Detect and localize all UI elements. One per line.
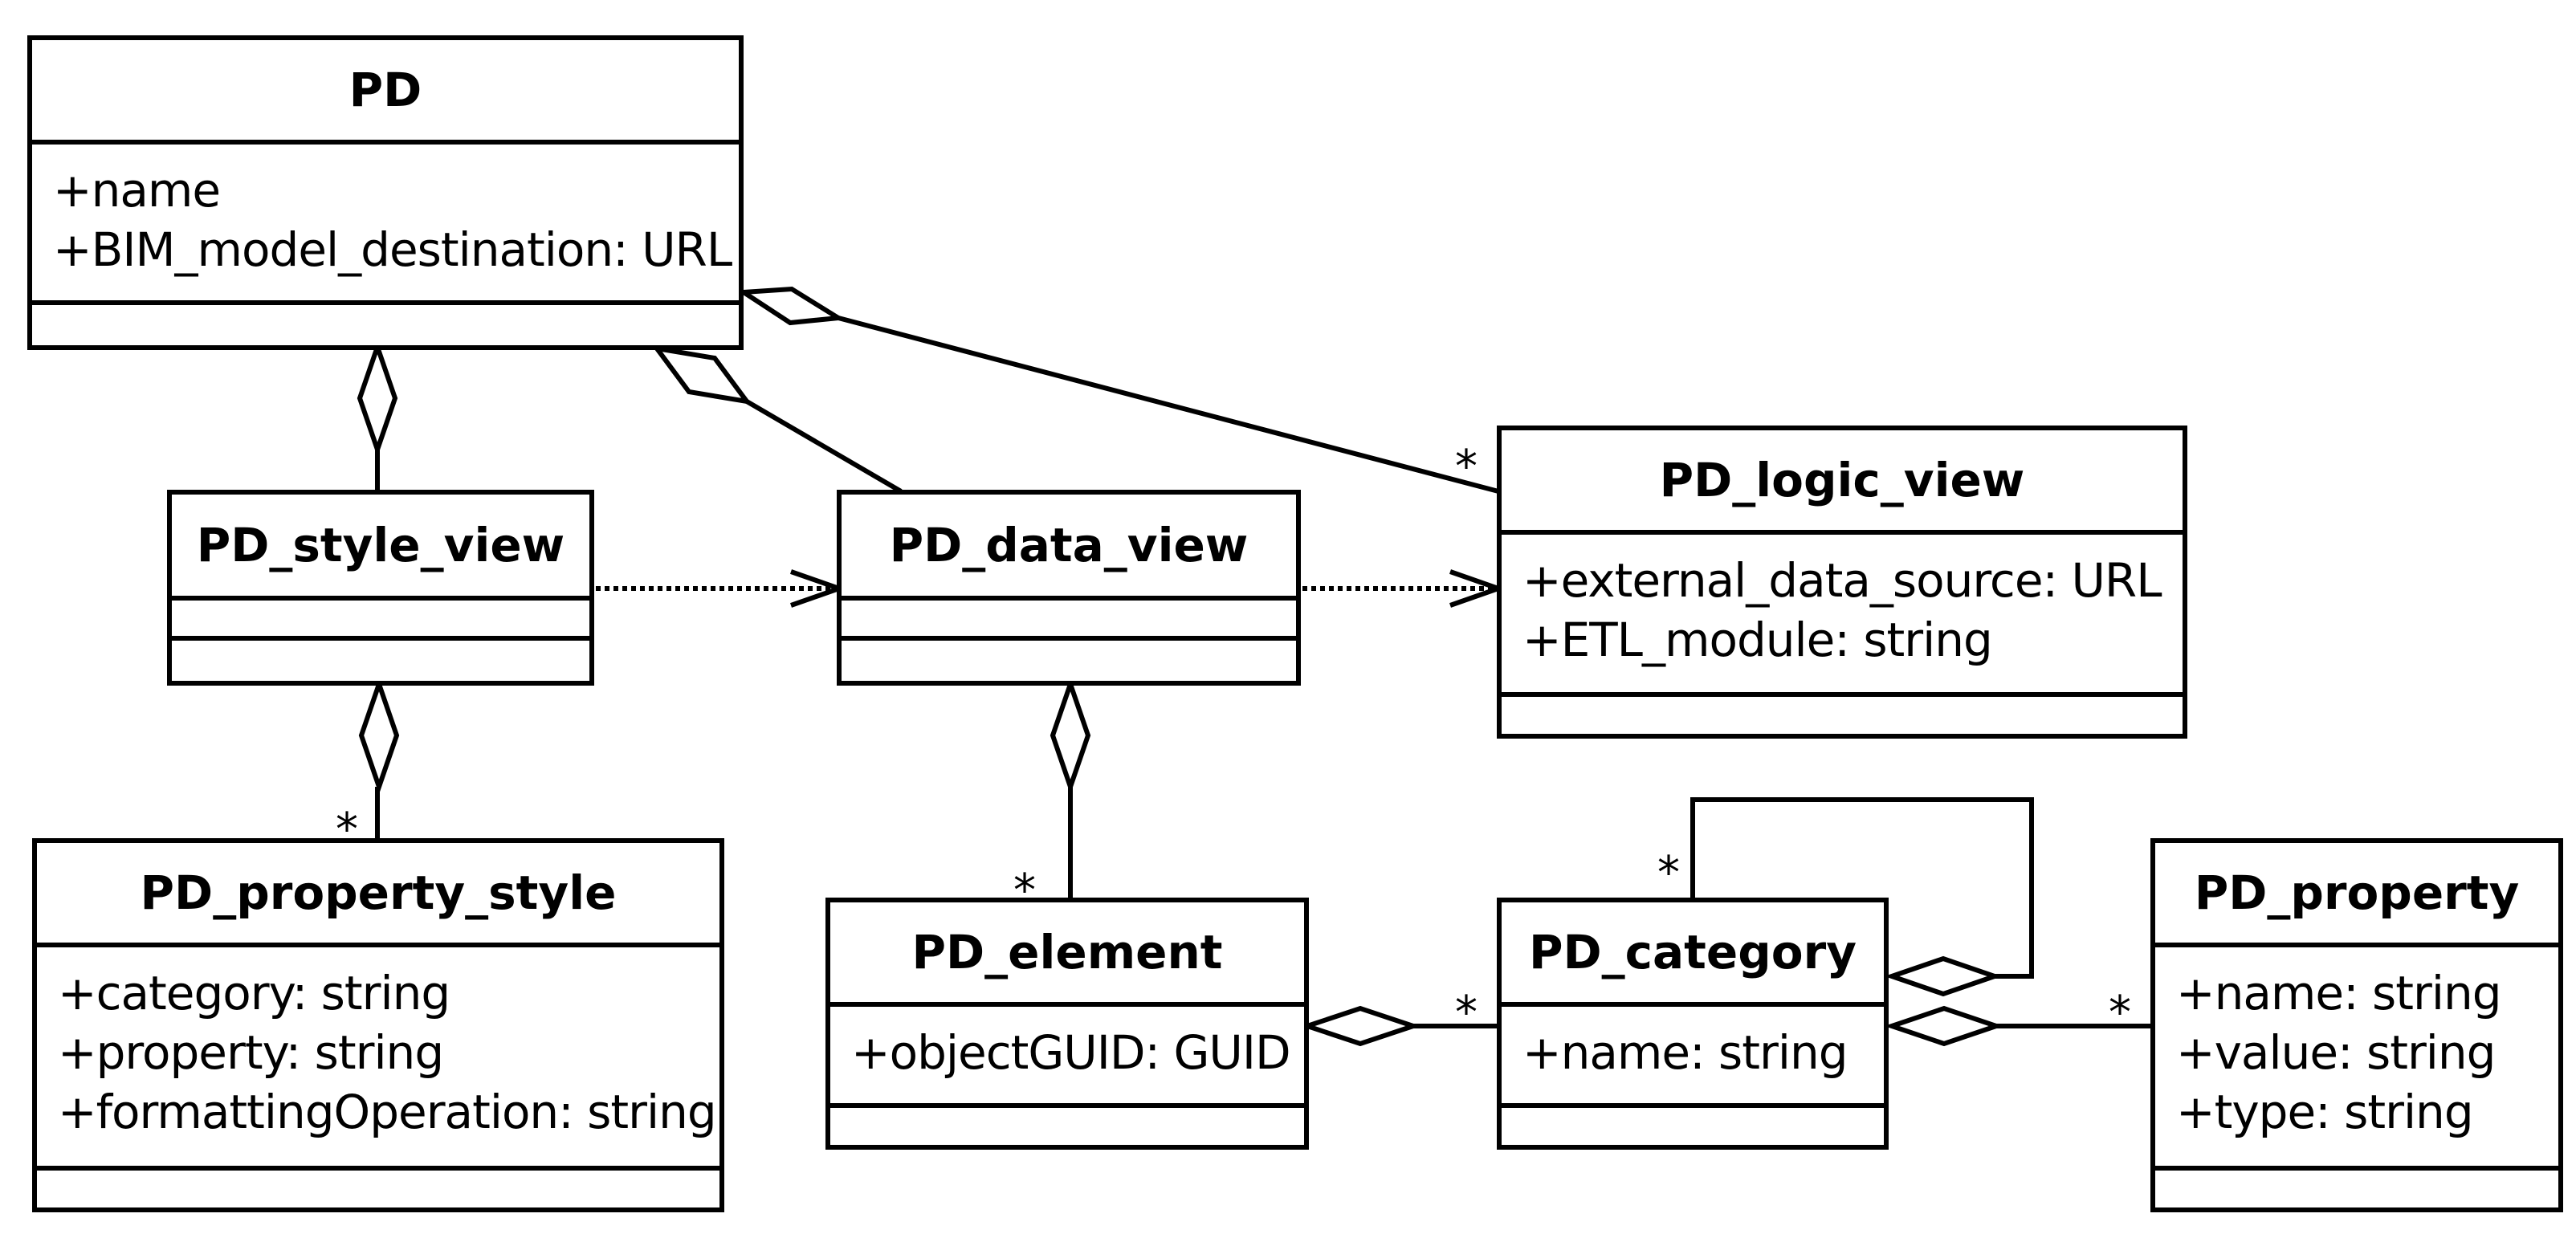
class-pd[interactable]: PD +name +BIM_model_destination: URL — [27, 35, 744, 350]
multiplicity-logic-view: * — [1455, 441, 1478, 493]
class-pd-data-view[interactable]: PD_data_view — [837, 490, 1301, 686]
class-pd-attribute: +name — [53, 163, 221, 218]
class-pd-element-attribute: +objectGUID: GUID — [851, 1025, 1291, 1080]
class-pd-property-attributes: +name: string +value: string +type: stri… — [2155, 947, 2558, 1171]
class-pd-category-attribute: +name: string — [1522, 1025, 1848, 1080]
pd-style-view-aggregation-diamond — [357, 339, 398, 458]
multiplicity-category-self: * — [1657, 847, 1680, 899]
class-pd-property-style-attribute: +property: string — [58, 1025, 444, 1080]
multiplicity-property-style: * — [336, 804, 358, 856]
class-pd-element[interactable]: PD_element +objectGUID: GUID — [825, 898, 1309, 1150]
element-category-aggregation-diamond — [1299, 1005, 1421, 1047]
class-pd-style-view-name: PD_style_view — [172, 495, 589, 601]
class-pd-style-view[interactable]: PD_style_view — [167, 490, 594, 686]
class-pd-category-name: PD_category — [1502, 902, 1884, 1007]
class-pd-attribute: +BIM_model_destination: URL — [53, 222, 732, 277]
class-pd-property-attribute: +type: string — [2176, 1085, 2474, 1139]
multiplicity-element: * — [1013, 865, 1036, 917]
class-pd-attributes: +name +BIM_model_destination: URL — [32, 145, 739, 305]
pd-data-view-aggregation-line — [745, 399, 903, 494]
class-pd-style-view-attributes — [172, 601, 589, 641]
class-pd-property-style-attributes: +category: string +property: string +for… — [37, 947, 719, 1171]
class-pd-property-attribute: +value: string — [2176, 1025, 2497, 1080]
class-pd-logic-view[interactable]: PD_logic_view +external_data_source: URL… — [1497, 426, 2187, 739]
class-pd-property-style-name: PD_property_style — [37, 843, 719, 947]
data-element-aggregation-diamond — [1050, 676, 1091, 795]
class-pd-data-view-name: PD_data_view — [842, 495, 1296, 601]
category-self-aggregation-diamond — [1884, 955, 2003, 997]
pd-data-view-aggregation-diamond — [651, 344, 752, 405]
style-to-data-dependency-arrowhead — [790, 569, 847, 608]
style-property-aggregation-diamond — [358, 676, 400, 795]
class-pd-property-attribute: +name: string — [2176, 966, 2502, 1020]
category-property-aggregation-diamond — [1884, 1005, 2004, 1047]
class-pd-element-attributes: +objectGUID: GUID — [830, 1007, 1304, 1108]
category-self-aggregation-line — [1690, 797, 2034, 979]
class-pd-property[interactable]: PD_property +name: string +value: string… — [2150, 838, 2563, 1212]
class-pd-logic-view-attribute: +ETL_module: string — [1522, 613, 1993, 667]
class-pd-logic-view-name: PD_logic_view — [1502, 430, 2183, 535]
multiplicity-property: * — [2109, 987, 2131, 1039]
class-pd-property-style-attribute: +formattingOperation: string — [58, 1085, 717, 1139]
pd-logic-view-aggregation-diamond — [736, 286, 846, 326]
class-pd-logic-view-attributes: +external_data_source: URL +ETL_module: … — [1502, 535, 2183, 697]
class-pd-element-name: PD_element — [830, 902, 1304, 1007]
class-pd-name: PD — [32, 40, 739, 145]
class-pd-category[interactable]: PD_category +name: string — [1497, 898, 1889, 1150]
multiplicity-category-from-element: * — [1455, 987, 1478, 1039]
class-pd-category-attributes: +name: string — [1502, 1007, 1884, 1108]
class-pd-property-name: PD_property — [2155, 843, 2558, 947]
pd-logic-view-aggregation-line — [838, 316, 1499, 494]
class-pd-logic-view-attribute: +external_data_source: URL — [1522, 553, 2162, 608]
class-pd-data-view-attributes — [842, 601, 1296, 641]
class-pd-property-style-attribute: +category: string — [58, 966, 450, 1020]
class-pd-property-style[interactable]: PD_property_style +category: string +pro… — [32, 838, 724, 1212]
